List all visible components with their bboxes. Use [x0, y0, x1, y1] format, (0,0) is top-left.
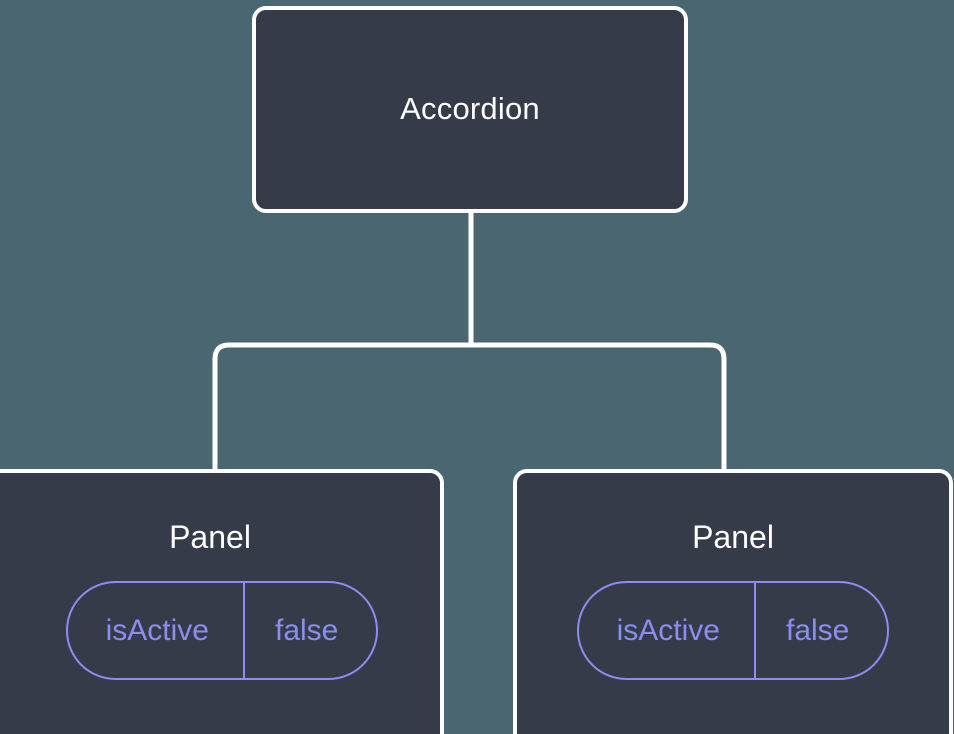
state-pill-left[interactable]: isActive false: [65, 581, 379, 681]
state-pill-right[interactable]: isActive false: [576, 581, 890, 681]
state-pill-right-value: false: [785, 613, 850, 647]
node-panel-right-label: Panel: [692, 519, 774, 555]
node-panel-left[interactable]: Panel isActive false: [0, 469, 444, 734]
state-pill-left-value: false: [274, 613, 339, 647]
node-accordion-label: Accordion: [400, 91, 540, 127]
state-pill-left-key: isActive: [68, 583, 245, 679]
state-pill-right-key: isActive: [579, 583, 756, 679]
node-panel-left-label: Panel: [169, 519, 251, 555]
node-accordion[interactable]: Accordion: [252, 6, 688, 213]
node-panel-right[interactable]: Panel isActive false: [513, 469, 953, 734]
edge-bus-to-right-panel: [471, 342, 727, 472]
edge-bus-to-left-panel: [212, 342, 471, 472]
